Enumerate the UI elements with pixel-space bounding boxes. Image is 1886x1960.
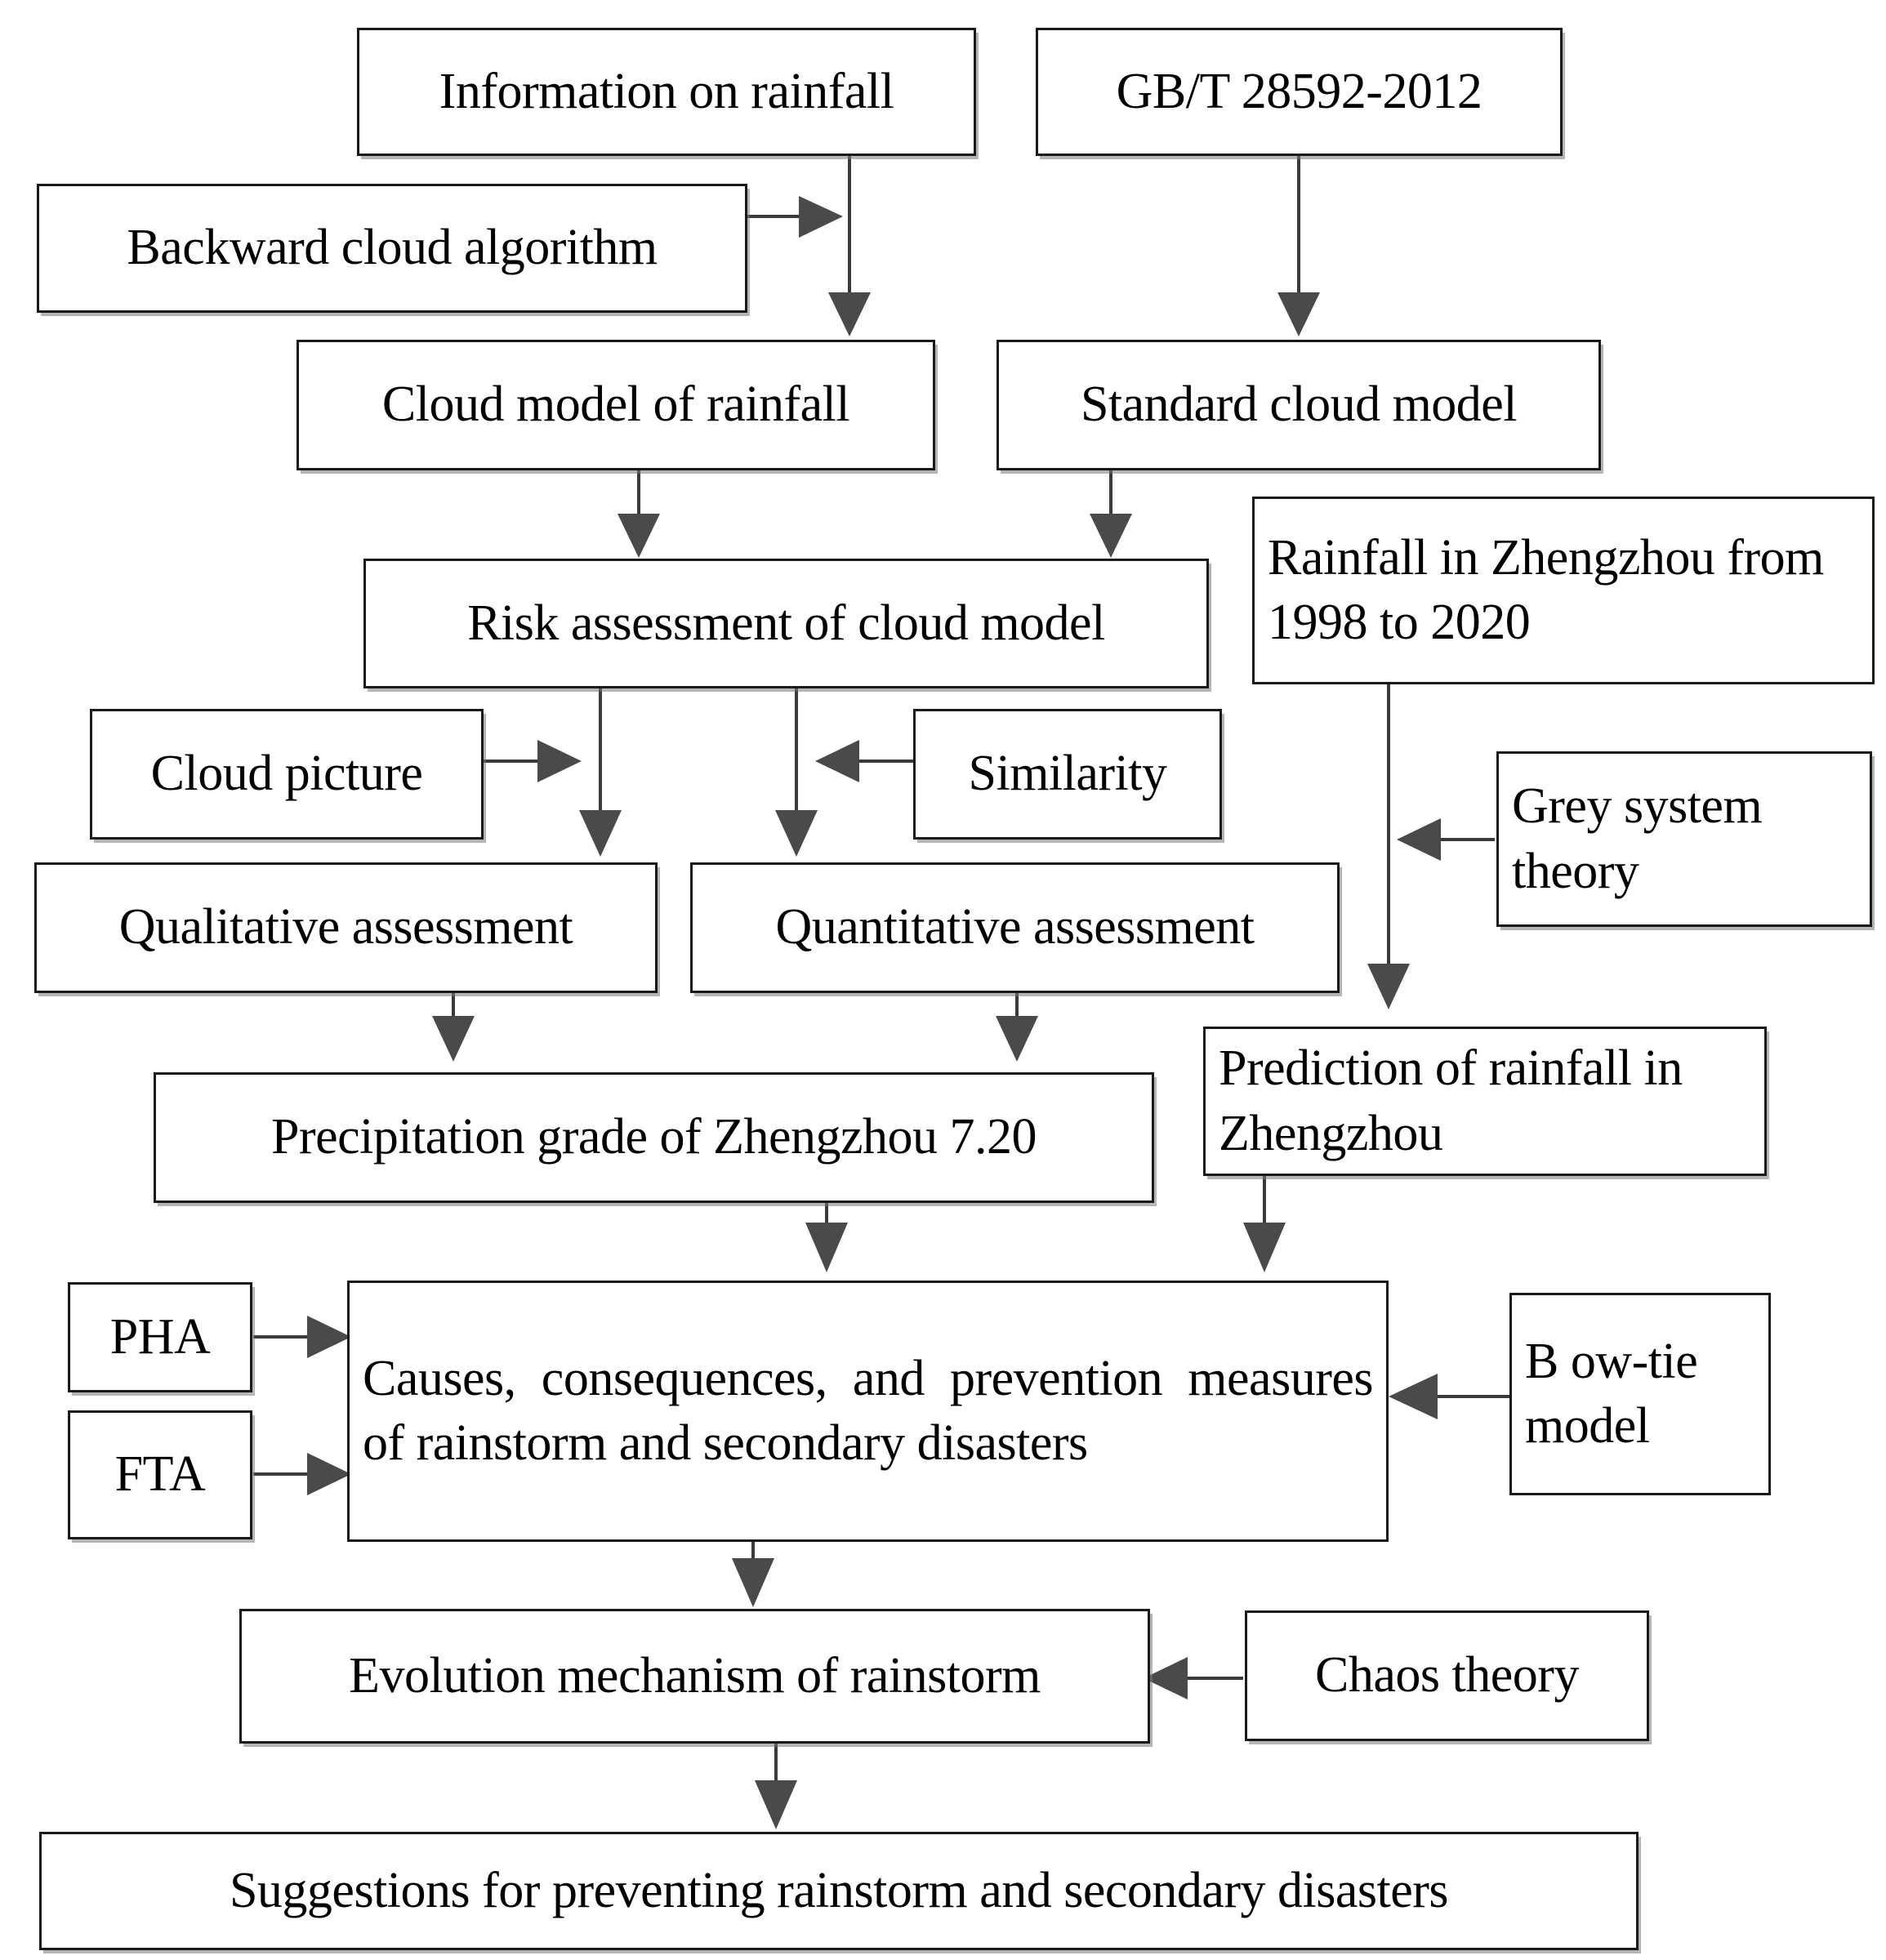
node-standard-cloud-model[interactable]: Standard cloud model <box>997 340 1601 470</box>
node-information-on-rainfall[interactable]: Information on rainfall <box>357 28 976 156</box>
node-chaos-theory[interactable]: Chaos theory <box>1245 1610 1649 1741</box>
node-suggestions[interactable]: Suggestions for preventing rainstorm and… <box>39 1832 1639 1950</box>
node-label: Cloud picture <box>150 746 423 802</box>
node-label: Causes, consequences, and prevention mea… <box>363 1350 1374 1471</box>
node-label: Grey system theory <box>1512 778 1763 899</box>
node-cloud-picture[interactable]: Cloud picture <box>90 709 484 840</box>
node-label: Risk assessment of cloud model <box>467 595 1105 651</box>
node-label: Suggestions for preventing rainstorm and… <box>229 1862 1449 1918</box>
node-label: Prediction of rainfall in Zhengzhou <box>1219 1040 1683 1161</box>
node-prediction-of-rainfall[interactable]: Prediction of rainfall in Zhengzhou <box>1203 1027 1767 1176</box>
node-label: Evolution mechanism of rainstorm <box>349 1647 1041 1704</box>
node-label: PHA <box>109 1308 211 1365</box>
node-qualitative-assessment[interactable]: Qualitative assessment <box>34 862 658 993</box>
node-label: Cloud model of rainfall <box>381 376 850 433</box>
node-backward-cloud-algorithm[interactable]: Backward cloud algorithm <box>37 184 747 313</box>
node-label: Rainfall in Zhengzhou from 1998 to 2020 <box>1268 529 1824 650</box>
node-quantitative-assessment[interactable]: Quantitative assessment <box>690 862 1340 993</box>
node-label: Information on rainfall <box>439 63 894 119</box>
node-evolution-mechanism[interactable]: Evolution mechanism of rainstorm <box>239 1609 1150 1744</box>
node-precipitation-grade[interactable]: Precipitation grade of Zhengzhou 7.20 <box>154 1072 1154 1203</box>
node-label: Similarity <box>968 746 1168 802</box>
node-similarity[interactable]: Similarity <box>913 709 1222 840</box>
node-gbt-standard[interactable]: GB/T 28592-2012 <box>1036 28 1563 156</box>
node-label: FTA <box>114 1446 206 1503</box>
node-label: GB/T 28592-2012 <box>1116 63 1482 119</box>
node-grey-system-theory[interactable]: Grey system theory <box>1496 751 1872 927</box>
node-label: Chaos theory <box>1315 1647 1579 1704</box>
node-pha[interactable]: PHA <box>68 1282 252 1392</box>
node-fta[interactable]: FTA <box>68 1410 252 1539</box>
node-label: Qualitative assessment <box>118 899 573 956</box>
node-bow-tie-model[interactable]: B ow-tie model <box>1509 1293 1771 1495</box>
node-label: Precipitation grade of Zhengzhou 7.20 <box>270 1109 1037 1165</box>
node-risk-assessment-of-cloud-model[interactable]: Risk assessment of cloud model <box>363 559 1209 688</box>
node-rainfall-in-zhengzhou[interactable]: Rainfall in Zhengzhou from 1998 to 2020 <box>1252 497 1875 684</box>
node-causes-consequences[interactable]: Causes, consequences, and prevention mea… <box>347 1281 1389 1542</box>
node-label: B ow-tie model <box>1525 1333 1698 1454</box>
node-cloud-model-of-rainfall[interactable]: Cloud model of rainfall <box>296 340 935 470</box>
node-label: Backward cloud algorithm <box>127 220 658 276</box>
node-label: Standard cloud model <box>1080 376 1518 433</box>
node-label: Quantitative assessment <box>775 899 1255 956</box>
